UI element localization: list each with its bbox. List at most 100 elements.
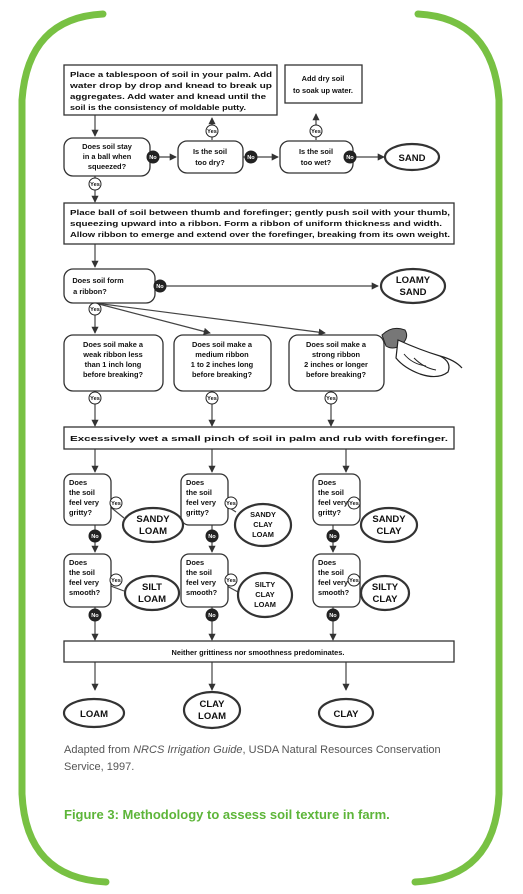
q-strong-ribbon-box	[288, 334, 385, 392]
svg-text:smooth?: smooth?	[69, 588, 101, 597]
yes-marker	[324, 391, 338, 405]
svg-text:Yes: Yes	[326, 396, 336, 402]
q-medium-line-3: 1 to 2 inches long	[191, 360, 254, 369]
result-sand-label: SAND	[399, 153, 426, 164]
yes-marker	[347, 573, 361, 587]
svg-text:CLAY: CLAY	[253, 520, 273, 529]
start-box-line-1: Place a tablespoon of soil in your palm.…	[70, 70, 273, 79]
svg-text:the soil: the soil	[186, 488, 212, 497]
source-title: NRCS Irrigation Guide	[133, 744, 243, 756]
yes-marker	[88, 177, 102, 191]
result-loamy-sand-line-2: SAND	[400, 287, 427, 298]
svg-text:feel very: feel very	[69, 578, 100, 587]
svg-text:the soil: the soil	[69, 488, 95, 497]
svg-text:Does: Does	[186, 558, 204, 567]
svg-text:SANDY: SANDY	[372, 514, 406, 525]
yes-marker	[88, 391, 102, 405]
svg-text:feel very: feel very	[318, 578, 349, 587]
svg-text:Yes: Yes	[207, 129, 217, 135]
svg-text:Yes: Yes	[90, 307, 100, 313]
svg-text:gritty?: gritty?	[186, 508, 209, 517]
yes-marker	[347, 496, 361, 510]
svg-text:smooth?: smooth?	[186, 588, 218, 597]
svg-text:Does: Does	[69, 558, 87, 567]
q-too-dry-line-2: too dry?	[195, 158, 225, 167]
svg-text:feel very: feel very	[186, 578, 217, 587]
svg-text:smooth?: smooth?	[318, 588, 350, 597]
no-marker	[244, 150, 258, 164]
q-weak-line-3: than 1 inch long	[85, 360, 142, 369]
result-clay-label: CLAY	[334, 709, 360, 720]
yes-marker	[224, 496, 238, 510]
q-too-wet-line-2: too wet?	[301, 158, 332, 167]
q-ball-line-2: in a ball when	[83, 152, 132, 161]
svg-text:LOAM: LOAM	[138, 594, 166, 605]
svg-text:No: No	[346, 155, 354, 161]
result-clay	[317, 697, 375, 729]
svg-text:Yes: Yes	[226, 578, 236, 584]
svg-text:Yes: Yes	[90, 182, 100, 188]
result-loamy-sand	[379, 267, 447, 305]
svg-text:CLAY: CLAY	[255, 590, 275, 599]
q-too-wet-box	[279, 140, 354, 174]
svg-text:feel very: feel very	[69, 498, 100, 507]
svg-text:Does: Does	[318, 478, 336, 487]
result-silty-clay	[359, 574, 411, 612]
svg-text:SILT: SILT	[142, 582, 162, 593]
svg-text:No: No	[208, 534, 216, 540]
q-strong-line-2: strong ribbon	[312, 350, 361, 359]
start-box-line-2: water drop by drop and knead to break up	[69, 81, 273, 90]
result-silt-loam	[123, 574, 181, 612]
q-too-dry-line-1: Is the soil	[193, 147, 227, 156]
result-loamy-sand-line-1: LOAMY	[396, 275, 431, 286]
q-ribbon-box	[63, 268, 156, 304]
yes-marker	[109, 573, 123, 587]
ribbon-instr-line-1: Place ball of soil between thumb and for…	[70, 208, 450, 217]
svg-text:CLAY: CLAY	[377, 526, 403, 537]
hand-ribbon-illustration	[381, 327, 463, 378]
q-ball-line-1: Does soil stay	[82, 142, 133, 151]
add-dry-soil-line-1: Add dry soil	[302, 74, 345, 83]
q-ribbon-line-1: Does soil form	[72, 276, 124, 285]
svg-text:Does: Does	[186, 478, 204, 487]
svg-text:LOAM: LOAM	[254, 600, 276, 609]
ribbon-instructions-box	[63, 202, 455, 245]
q-medium-ribbon-box	[173, 334, 272, 392]
svg-text:the soil: the soil	[318, 488, 344, 497]
svg-text:Yes: Yes	[111, 578, 121, 584]
svg-text:the soil: the soil	[69, 568, 95, 577]
svg-text:LOAM: LOAM	[198, 711, 226, 722]
frame-top-left-arc	[18, 10, 110, 886]
add-dry-soil-line-2: to soak up water.	[293, 86, 353, 95]
q-medium-line-2: medium ribbon	[195, 350, 249, 359]
source-note: Adapted from NRCS Irrigation Guide, USDA…	[64, 742, 474, 776]
ribbon-instr-line-2: squeezing upward into a ribbon. Form a r…	[70, 219, 442, 228]
result-sand	[383, 142, 441, 172]
svg-text:LOAM: LOAM	[252, 530, 274, 539]
svg-text:gritty?: gritty?	[69, 508, 92, 517]
wet-instructions-text: Excessively wet a small pinch of soil in…	[70, 434, 448, 443]
yes-marker	[224, 573, 238, 587]
q-weak-ribbon-box	[63, 334, 164, 392]
svg-text:Does: Does	[318, 558, 336, 567]
svg-text:No: No	[329, 613, 337, 619]
start-box-line-3: aggregates. Add water and knead until th…	[70, 92, 266, 101]
no-marker	[205, 529, 219, 543]
result-loam	[62, 697, 126, 729]
svg-text:Yes: Yes	[226, 501, 236, 507]
figure-caption: Figure 3: Methodology to assess soil tex…	[64, 807, 390, 822]
svg-text:No: No	[91, 534, 99, 540]
svg-text:Yes: Yes	[207, 396, 217, 402]
yes-marker	[109, 496, 123, 510]
neither-text: Neither grittiness nor smoothness predom…	[172, 648, 345, 657]
result-sandy-clay-loam	[233, 502, 293, 548]
yes-marker	[205, 124, 219, 138]
q-weak-line-1: Does soil make a	[83, 340, 144, 349]
no-marker	[326, 608, 340, 622]
q-too-dry-box	[177, 140, 244, 174]
result-silty-clay-loam	[236, 571, 294, 619]
source-suffix: , USDA Natural Resources Conservation Se…	[64, 744, 441, 773]
q-strong-line-1: Does soil make a	[306, 340, 367, 349]
